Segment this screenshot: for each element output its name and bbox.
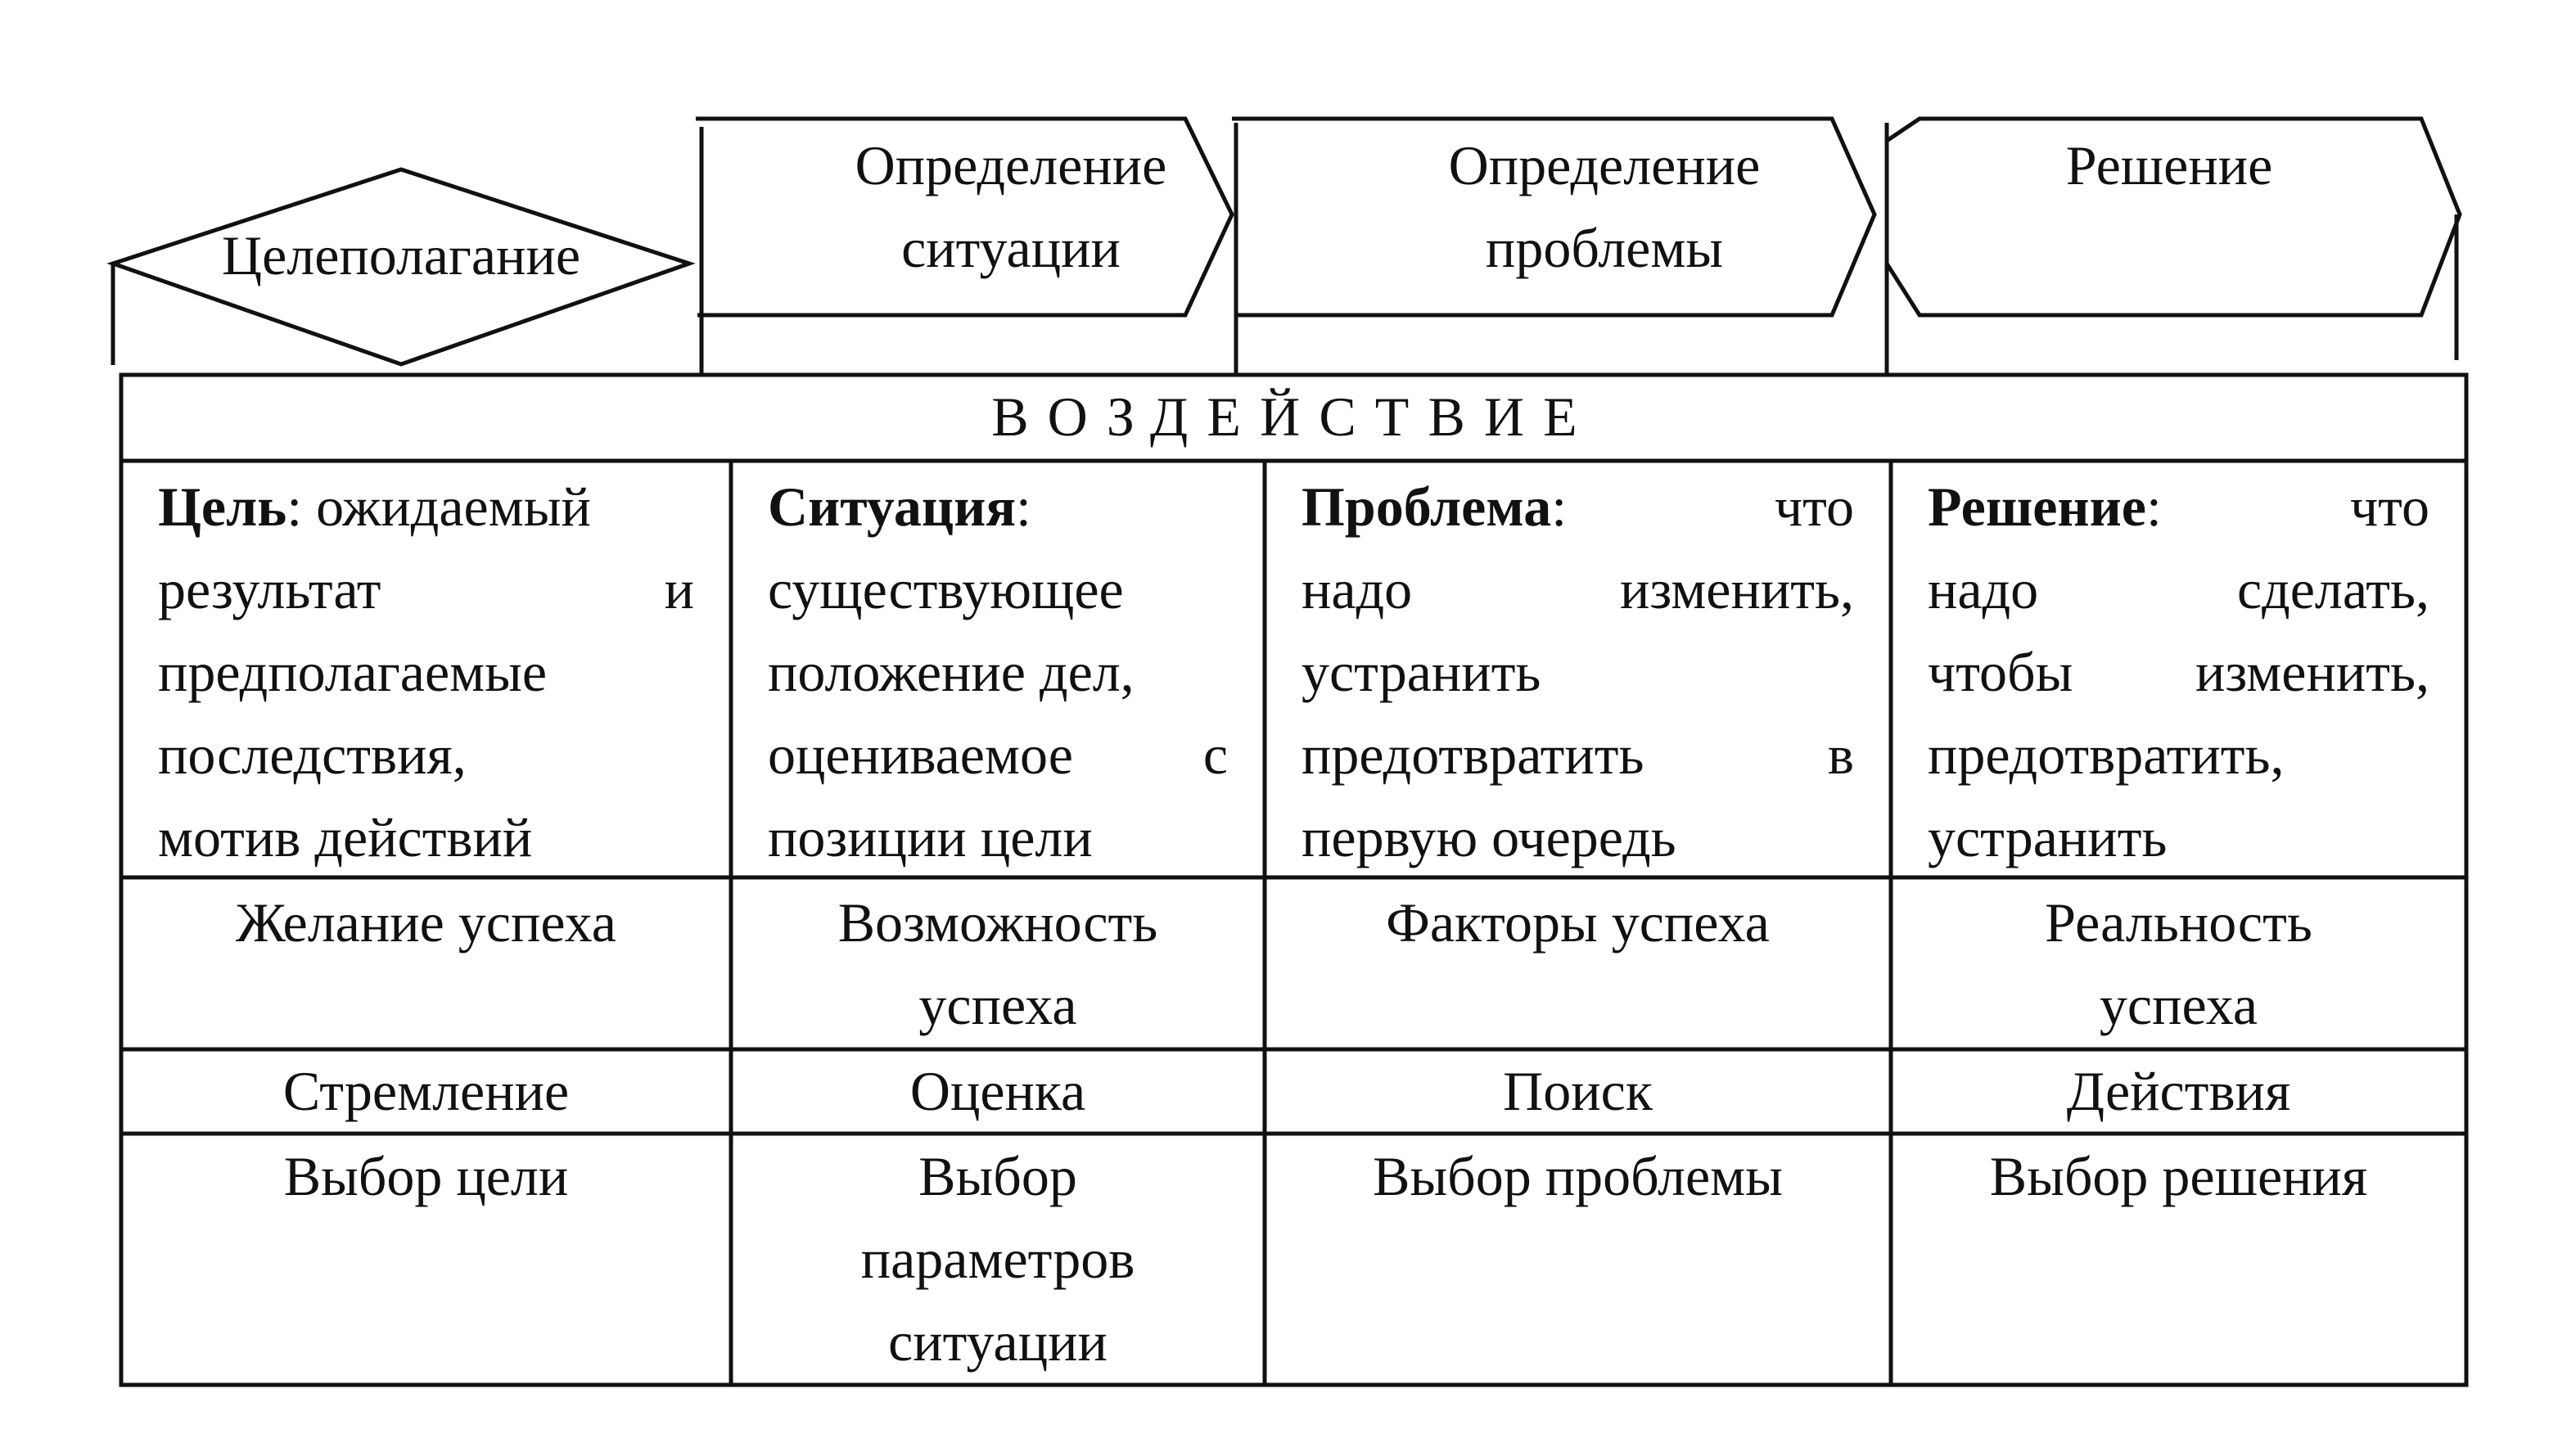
situation-chevron (696, 116, 1234, 318)
definition-term-tail: : (2146, 476, 2162, 538)
definition-3-line-2-start: надо (1302, 558, 1412, 620)
row-success-cell-1-line-1: Желание успеха (236, 891, 616, 954)
row-choice-cell-2-line-1: Выбор (918, 1145, 1077, 1207)
definition-3-line-4-start: предотвратить (1302, 724, 1644, 786)
row-success-cell-4-line-2: успеха (2100, 974, 2258, 1036)
definition-1-line-2-end: и (665, 558, 694, 620)
definition-term: Решение (1928, 476, 2146, 538)
stage-label-3-line-1: Определение (1449, 134, 1761, 196)
definition-1-line-2-start: результат (158, 558, 381, 620)
stage-label-4-line-1: Решение (2066, 134, 2273, 196)
row-action-cell-1-line-1: Стремление (283, 1060, 569, 1122)
stage-label-2-line-2: ситуации (901, 217, 1121, 279)
definition-4-line-5: устранить (1928, 806, 2167, 868)
stage-label-3-line-2: проблемы (1486, 217, 1723, 279)
definition-term-tail: : ожидаемый (286, 476, 591, 538)
table-grid (119, 372, 2469, 1387)
definition-2-line-3: положение дел, (768, 641, 1135, 703)
definition-term-tail: : (1551, 476, 1567, 538)
row-success-cell-4-line-1: Реальность (2045, 891, 2312, 954)
definition-3-line-2-end: изменить, (1620, 558, 1854, 620)
definition-term-tail: : (1016, 476, 1031, 538)
definition-1-term-line: Цель: ожидаемый (158, 476, 591, 538)
table-outer-border (119, 372, 2469, 1387)
banner-title: ВОЗДЕЙСТВИЕ (991, 386, 1596, 448)
definition-4-line-3-start: чтобы (1928, 641, 2073, 703)
definition-3-line-1-end: что (1775, 476, 1854, 538)
definition-4-line-4: предотвратить, (1928, 724, 2284, 786)
row-success-cell-3-line-1: Факторы успеха (1386, 891, 1770, 954)
definition-2-term-line: Ситуация: (768, 476, 1031, 538)
row-success-cell-2-line-1: Возможность (838, 891, 1158, 954)
definition-4-line-2-end: сделать, (2237, 558, 2429, 620)
row-action-cell-4-line-1: Действия (2067, 1060, 2290, 1122)
definition-4-term-line: Решение: (1928, 476, 2162, 538)
definition-2-line-4-end: с (1203, 724, 1228, 786)
definition-2-line-4-start: оцениваемое (768, 724, 1073, 786)
stage-label-1-line-1: Целеполагание (222, 224, 580, 286)
row-choice-cell-3-line-1: Выбор проблемы (1373, 1145, 1783, 1207)
definition-4-line-1-end: что (2350, 476, 2429, 538)
row-choice-cell-1-line-1: Выбор цели (284, 1145, 569, 1207)
definition-3-term-line: Проблема: (1302, 476, 1567, 538)
row-choice-cell-2-line-2: параметров (861, 1228, 1135, 1290)
header-shapes (106, 116, 2462, 375)
definition-1-line-4: последствия, (158, 724, 467, 786)
definition-3-line-3: устранить (1302, 641, 1541, 703)
solution-hexagon (1884, 116, 2462, 318)
row-action-cell-2-line-1: Оценка (910, 1060, 1085, 1122)
definition-3-line-5: первую очередь (1302, 806, 1676, 868)
definition-3-line-4-end: в (1828, 724, 1854, 786)
definition-4-line-3-end: изменить, (2195, 641, 2429, 703)
stage-label-2-line-1: Определение (855, 134, 1167, 196)
row-success-cell-2-line-2: успеха (918, 974, 1076, 1036)
definition-2-line-5: позиции цели (768, 806, 1093, 868)
row-choice-cell-4-line-1: Выбор решения (1990, 1145, 2367, 1207)
problem-chevron (1232, 116, 1877, 318)
row-choice-cell-2-line-3: ситуации (888, 1310, 1108, 1373)
definition-1-line-3: предполагаемые (158, 641, 547, 703)
definition-1-line-5: мотив действий (158, 806, 532, 868)
text-layer: Целеполагание Определение ситуации Определе… (158, 134, 2429, 1373)
definition-2-line-2: существующее (768, 558, 1124, 620)
definition-term: Ситуация (768, 476, 1016, 538)
definition-4-line-2-start: надо (1928, 558, 2038, 620)
row-action-cell-3-line-1: Поиск (1503, 1060, 1653, 1122)
definition-term: Проблема (1302, 476, 1551, 538)
goal-setting-diamond (106, 167, 696, 367)
definition-term: Цель (158, 476, 286, 538)
